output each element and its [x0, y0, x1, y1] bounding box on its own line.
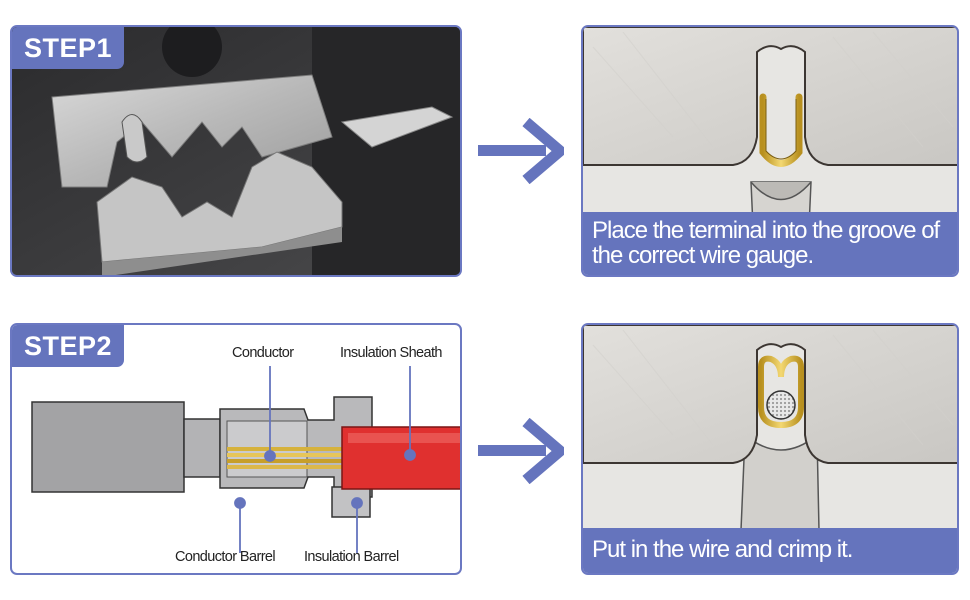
step2-crimp-panel: Put in the wire and crimp it. [581, 323, 959, 575]
label-insulation-sheath: Insulation Sheath [340, 345, 442, 361]
step1-tool-photo-panel: STEP1 [10, 25, 462, 277]
groove-terminal-illustration [583, 27, 957, 227]
step2-terminal-diagram-panel: STEP2 Conductor Insulation Sheath Conduc… [10, 323, 462, 575]
crimp-tool-jaw-illustration [12, 27, 460, 275]
step1-groove-panel: Place the terminal into the groove of th… [581, 25, 959, 277]
conductor-strands [227, 447, 345, 469]
step1-badge: STEP1 [12, 27, 125, 69]
crimp-wire-illustration [583, 325, 957, 531]
step1-caption: Place the terminal into the groove of th… [583, 212, 957, 275]
label-conductor-barrel: Conductor Barrel [175, 549, 276, 565]
terminal-cross-section-diagram [31, 366, 460, 553]
step2-caption: Put in the wire and crimp it. [583, 528, 957, 573]
step2-badge: STEP2 [12, 325, 125, 367]
step1-caption-line1: Place the terminal into the groove of [592, 217, 940, 244]
label-insulation-barrel: Insulation Barrel [304, 549, 399, 565]
step2-arrow-icon [478, 418, 564, 484]
step1-caption-line2: the correct wire gauge. [592, 242, 814, 269]
step1-arrow-icon [478, 118, 564, 184]
label-conductor: Conductor [232, 345, 294, 361]
